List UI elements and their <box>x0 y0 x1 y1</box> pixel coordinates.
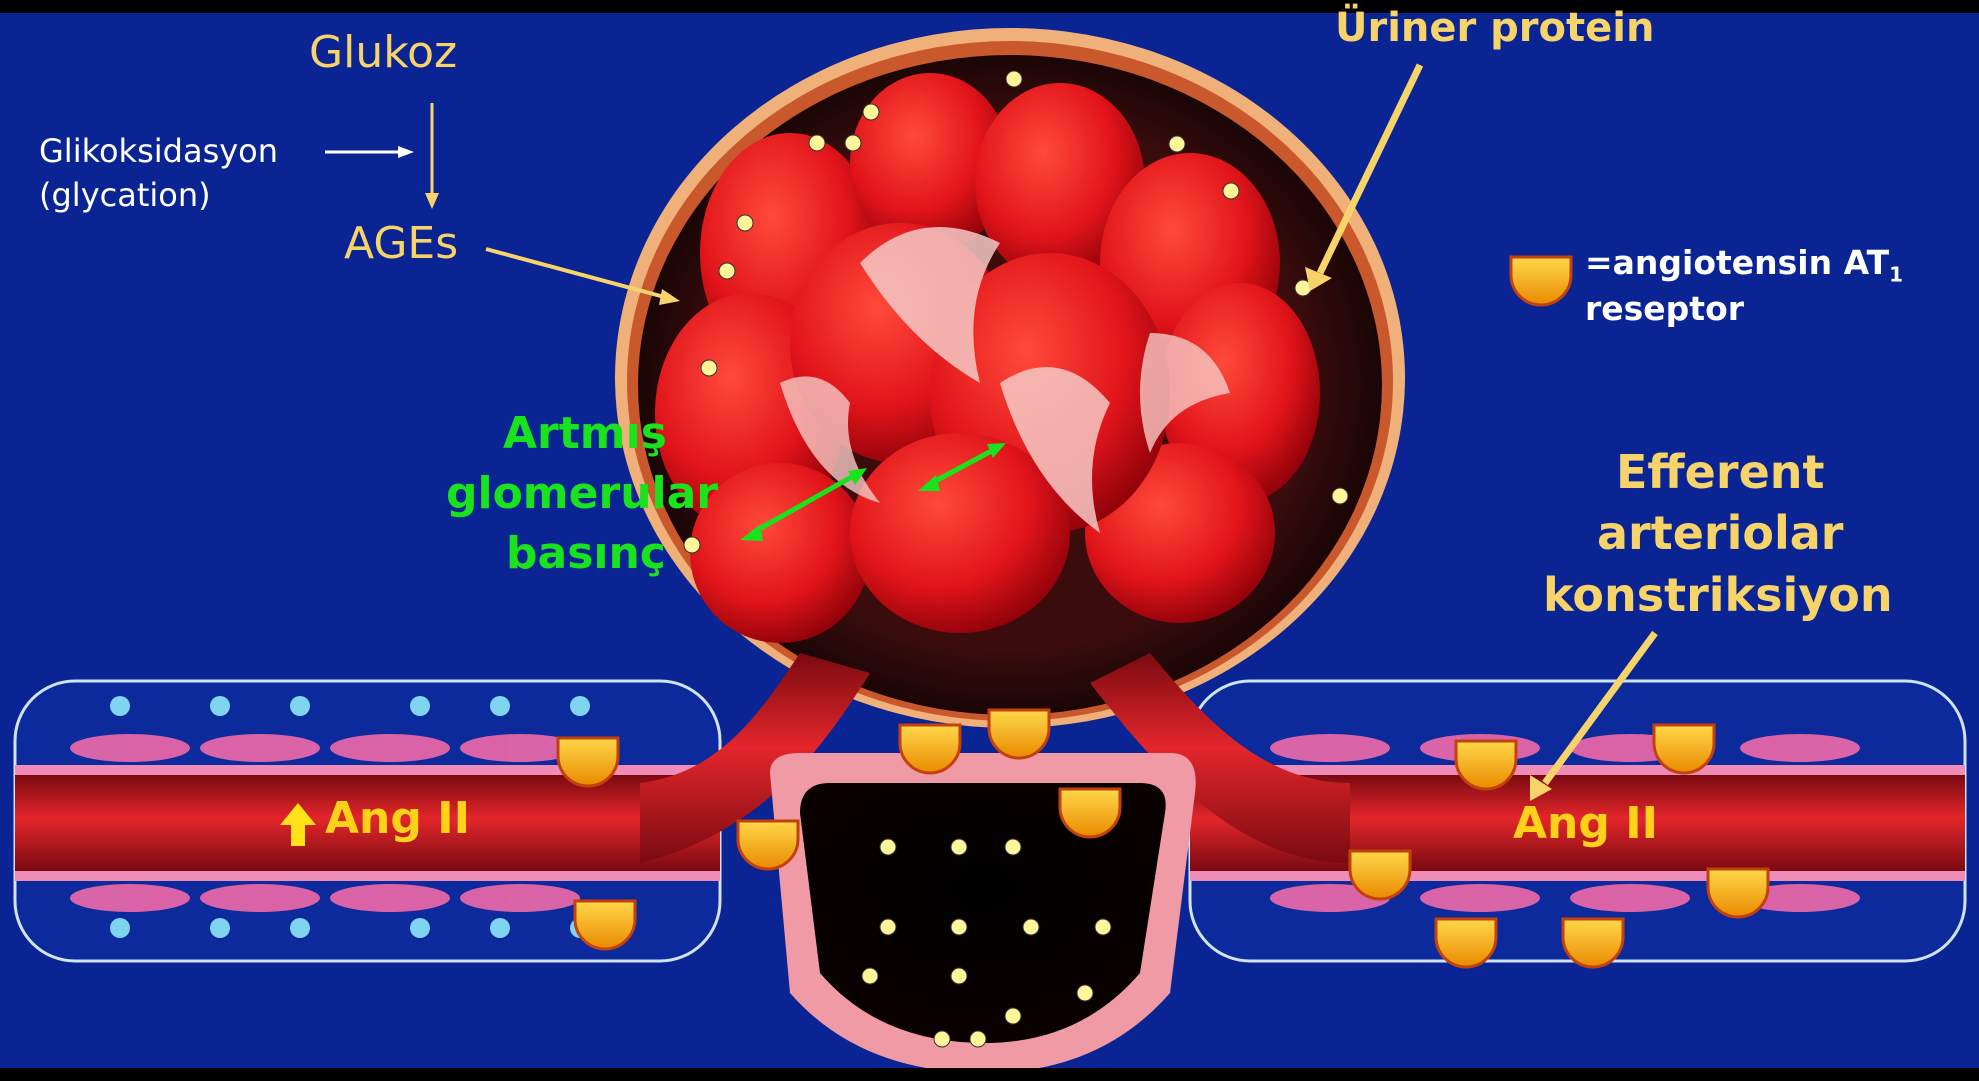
tubule <box>770 753 1196 1068</box>
receptor-cup <box>1060 789 1120 837</box>
efferent-line1: Efferent <box>1616 445 1825 499</box>
ages-label: AGEs <box>344 218 458 269</box>
receptor-cup <box>1708 869 1768 917</box>
receptor-cup <box>1436 919 1496 967</box>
glukoz-label: Glukoz <box>309 27 457 78</box>
legend-label: =angiotensin AT1 <box>1585 243 1903 287</box>
efferent-line3: konstriksiyon <box>1543 568 1893 622</box>
receptor-cup <box>989 710 1049 758</box>
receptor-cup <box>558 738 618 786</box>
uriner-protein-label: Üriner protein <box>1335 5 1654 51</box>
efferent-line2: arteriolar <box>1597 506 1843 560</box>
receptor-cup <box>575 901 635 949</box>
artmis-line3: basınç <box>506 528 666 579</box>
artmis-line1: Artmış <box>503 408 667 459</box>
receptor-cup <box>1456 741 1516 789</box>
ang-ii-left: Ang II <box>325 793 470 844</box>
receptor-cup <box>1563 919 1623 967</box>
receptor-cup <box>1350 851 1410 899</box>
receptor-cup <box>1654 725 1714 773</box>
legend-subscript: 1 <box>1889 263 1903 287</box>
legend-receptor-cup <box>1511 257 1571 305</box>
receptor-cup <box>900 725 960 773</box>
ang-ii-right: Ang II <box>1513 798 1658 849</box>
glycation-label: (glycation) <box>39 176 211 214</box>
slide-background: Glukoz Glikoksidasyon (glycation) AGEs Ü… <box>0 13 1979 1068</box>
legend-text: =angiotensin AT <box>1585 243 1889 282</box>
receptor-cup <box>738 821 798 869</box>
legend-line2: reseptor <box>1585 289 1744 328</box>
artmis-line2: glomerular <box>446 468 718 519</box>
glikoksidasyon-label: Glikoksidasyon <box>39 132 278 170</box>
